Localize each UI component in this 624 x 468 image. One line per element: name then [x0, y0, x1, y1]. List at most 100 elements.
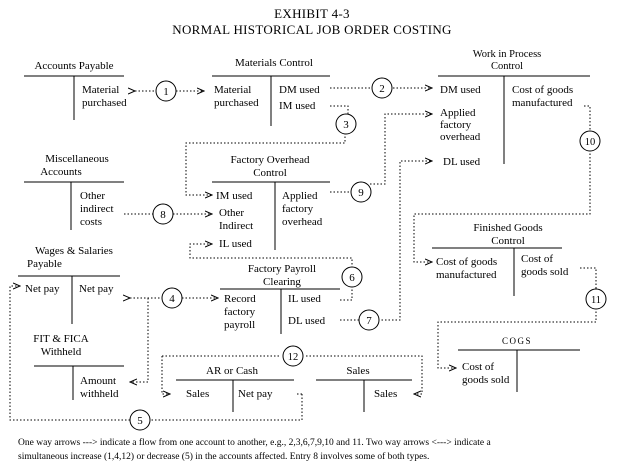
t-account-factory-overhead: Factory Overhead Control IM used Other I… [212, 154, 330, 250]
entry-label: withheld [80, 388, 119, 400]
entry-label: DL used [288, 315, 326, 327]
entry-label: IM used [216, 190, 253, 202]
entry-label: Cost of [521, 253, 553, 265]
t-account-sales: Sales Sales [316, 365, 412, 412]
t-account-ar-cash: AR or Cash Sales Net pay [176, 365, 294, 412]
entry-label: IM used [279, 100, 316, 112]
account-title-materials-control: Materials Control [235, 57, 313, 69]
entry-number: 1 [163, 86, 169, 98]
t-account-work-in-process: Work in Process Control DM used Applied … [438, 49, 590, 168]
entry-number: 6 [349, 272, 355, 284]
entry-number: 9 [358, 187, 364, 199]
t-account-miscellaneous: Miscellaneous Accounts Other indirect co… [24, 153, 124, 230]
footnote-line-1: One way arrows ---> indicate a flow from… [18, 437, 492, 448]
t-account-cogs: COGS Cost of goods sold [458, 336, 580, 392]
entry-label: Cost of goods [436, 256, 497, 268]
entry-label: manufactured [512, 97, 573, 109]
account-title-wip-2: Control [491, 61, 523, 72]
entry-label: Material [82, 84, 119, 96]
entry-label: costs [80, 216, 102, 228]
t-account-wages-payable: Wages & Salaries Payable Net pay Net pay [18, 245, 120, 324]
entry-label: payroll [224, 319, 255, 331]
entry-label: factory [224, 306, 256, 318]
account-title-foh-1: Factory Overhead [230, 154, 310, 166]
t-account-accounts-payable: Accounts Payable Material purchased [24, 60, 127, 120]
entry-label: Material [214, 84, 251, 96]
account-title-payroll-1: Factory Payroll [248, 263, 316, 275]
entry-label: goods sold [521, 266, 569, 278]
entry-label: IL used [219, 238, 252, 250]
entry-number: 5 [137, 415, 143, 427]
entry-label: DM used [279, 84, 320, 96]
entry-marker-4: 4 [161, 287, 183, 309]
entry-label: Other [219, 207, 244, 219]
entry-label: Applied [440, 107, 476, 119]
entry-label: indirect [80, 203, 114, 215]
entry-marker-10: 10 [579, 130, 601, 152]
entry-label: purchased [214, 97, 259, 109]
t-account-materials-control: Materials Control Material purchased DM … [212, 57, 330, 126]
entry-marker-6: 6 [341, 266, 363, 288]
account-title-misc-2: Accounts [40, 166, 82, 178]
entry-label: Net pay [25, 283, 60, 295]
account-title-fit-1: FIT & FICA [33, 333, 88, 345]
entry-label: Net pay [79, 283, 114, 295]
flow-connectors [9, 88, 597, 421]
t-account-finished-goods: Finished Goods Control Cost of goods man… [432, 222, 569, 296]
entry-number: 8 [160, 209, 166, 221]
exhibit-number: EXHIBIT 4-3 [274, 6, 350, 21]
entry-label: goods sold [462, 374, 510, 386]
entry-label: IL used [288, 293, 321, 305]
account-title-fit-2: Withheld [41, 346, 82, 358]
account-title-ar-cash: AR or Cash [206, 365, 258, 377]
entry-label: Sales [374, 388, 397, 400]
account-title-wages-2: Payable [27, 258, 62, 270]
entry-label: manufactured [436, 269, 497, 281]
account-title-fg-1: Finished Goods [473, 222, 542, 234]
entry-label: Sales [186, 388, 209, 400]
account-title-sales: Sales [346, 365, 369, 377]
entry-label: Amount [80, 375, 116, 387]
account-title-wages-1: Wages & Salaries [35, 245, 113, 257]
entry-label: purchased [82, 97, 127, 109]
account-title-cogs: COGS [502, 336, 532, 346]
footnote-line-2: simultaneous increase (1,4,12) or decrea… [18, 451, 429, 462]
t-account-fit-fica: FIT & FICA Withheld Amount withheld [33, 333, 124, 400]
entry-marker-7: 7 [358, 309, 380, 331]
entry-label: Net pay [238, 388, 273, 400]
entry-number: 11 [591, 295, 601, 306]
entry-label: Record [224, 293, 256, 305]
account-title-foh-2: Control [253, 167, 287, 179]
entry-marker-11: 11 [585, 288, 607, 310]
entry-label: Applied [282, 190, 318, 202]
entry-label: overhead [440, 131, 481, 143]
entry-label: DL used [443, 156, 481, 168]
entry-label: Cost of [462, 361, 494, 373]
t-account-payroll-clearing: Factory Payroll Clearing Record factory … [220, 263, 340, 334]
entry-label: overhead [282, 216, 323, 228]
entry-label: Other [80, 190, 105, 202]
entry-number: 3 [343, 119, 349, 131]
account-title-accounts-payable: Accounts Payable [34, 60, 113, 72]
account-title-misc-1: Miscellaneous [45, 153, 109, 165]
entry-marker-2: 2 [371, 77, 393, 99]
entry-marker-3: 3 [335, 113, 357, 135]
entry-marker-9: 9 [350, 181, 372, 203]
entry-marker-8: 8 [152, 203, 174, 225]
entry-markers: 1 2 3 4 5 6 7 8 9 10 11 12 [129, 77, 607, 431]
entry-number: 12 [288, 352, 299, 363]
account-title-wip-1: Work in Process [473, 49, 542, 60]
entry-number: 10 [585, 137, 596, 148]
entry-label: DM used [440, 84, 481, 96]
account-title-fg-2: Control [491, 235, 525, 247]
entry-label: factory [282, 203, 314, 215]
entry-number: 2 [379, 83, 385, 95]
exhibit-title: NORMAL HISTORICAL JOB ORDER COSTING [172, 22, 451, 37]
entry-number: 7 [366, 315, 372, 327]
entry-marker-12: 12 [282, 345, 304, 367]
entry-number: 4 [169, 293, 175, 305]
entry-label: factory [440, 119, 472, 131]
entry-label: Indirect [219, 220, 253, 232]
